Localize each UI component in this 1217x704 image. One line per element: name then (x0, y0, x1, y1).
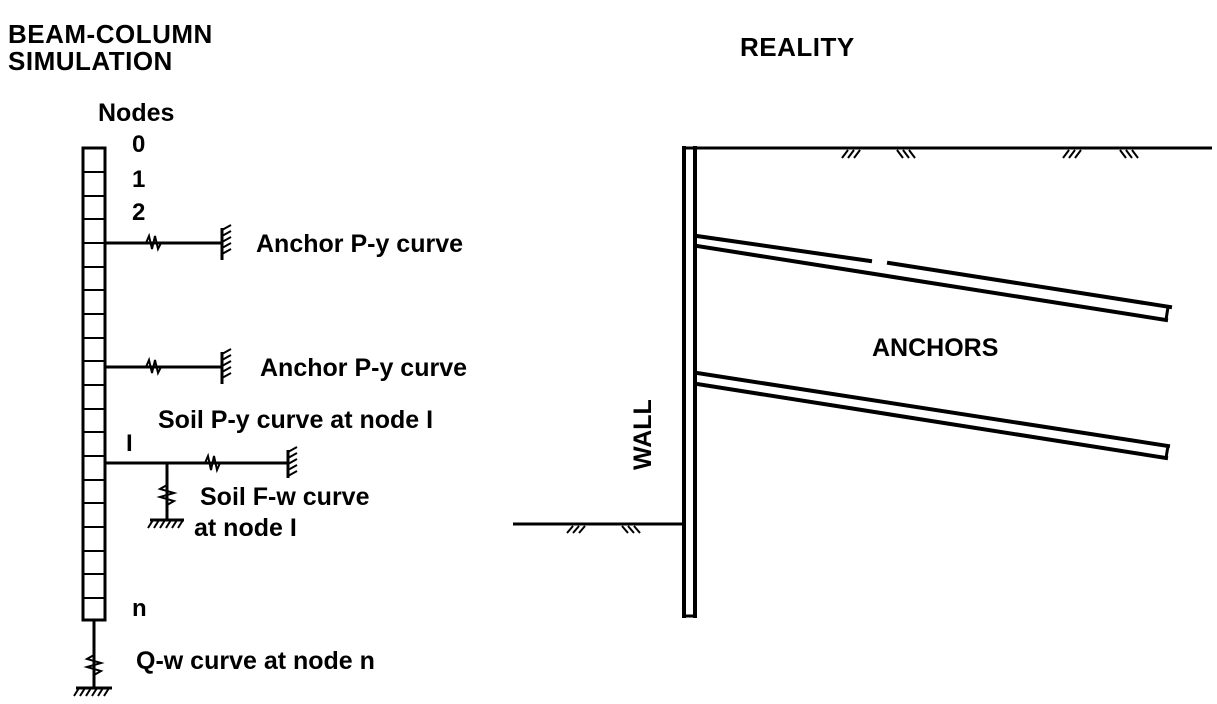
anchor-spring-2 (105, 348, 232, 384)
node-label-i: I (126, 430, 133, 457)
node-label-n: n (132, 595, 147, 622)
anchor-tendon-upper (694, 233, 1173, 323)
ground-surface-excavation (513, 522, 683, 534)
qw-label: Q-w curve at node n (136, 647, 375, 675)
right-title: REALITY (740, 32, 855, 62)
node-label-0: 0 (132, 131, 146, 158)
soil-fw-label-line2: at node I (194, 514, 297, 542)
soil-py-label: Soil P-y curve at node I (158, 406, 434, 434)
soil-py-spring (105, 446, 298, 478)
anchor-spring-1 (105, 224, 232, 260)
anchors-label: ANCHORS (872, 334, 999, 362)
beam-column (81, 146, 107, 622)
beam-column-segments (83, 171, 105, 599)
nodes-header: Nodes (98, 99, 175, 127)
left-title-line2: SIMULATION (8, 46, 173, 76)
node-label-2: 2 (132, 199, 146, 226)
anchor-py-label-2: Anchor P-y curve (260, 354, 468, 382)
soil-fw-label-line1: Soil F-w curve (200, 483, 370, 511)
anchor-py-label-1: Anchor P-y curve (256, 230, 464, 258)
soil-fw-spring (147, 463, 184, 529)
wall-label: WALL (629, 399, 657, 470)
retaining-wall (682, 146, 697, 618)
anchor-tendon-lower (694, 370, 1171, 461)
ground-surface-top (686, 146, 1212, 159)
node-label-1: 1 (132, 166, 146, 193)
left-title-line1: BEAM-COLUMN (8, 19, 213, 49)
qw-spring (73, 620, 112, 697)
